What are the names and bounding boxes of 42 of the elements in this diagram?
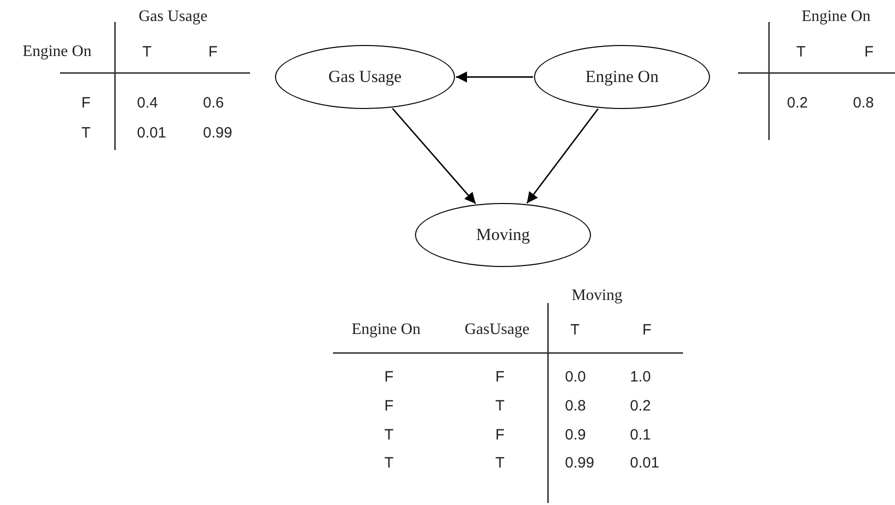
- table-cell: F: [864, 44, 874, 60]
- table-cell: 0.99: [203, 126, 232, 140]
- table-cell: F: [81, 96, 91, 110]
- table-cell: 0.8: [853, 96, 874, 110]
- table-cell: T: [796, 44, 806, 60]
- table-header: Engine On: [802, 9, 870, 25]
- table-cell: 0.2: [787, 96, 808, 110]
- table-cell: 0.4: [137, 96, 158, 110]
- table-header: Engine On: [352, 322, 420, 338]
- table-header: Engine On: [22, 44, 92, 60]
- table-cell: 0.01: [137, 126, 166, 140]
- table-cell: F: [384, 370, 394, 384]
- table-cell: T: [570, 322, 580, 338]
- table-cell: F: [384, 398, 394, 414]
- arrow: [392, 108, 476, 204]
- table-header: Moving: [572, 288, 622, 304]
- table-cell: 0.6: [203, 96, 224, 110]
- table-cell: F: [495, 370, 505, 384]
- table-cell: T: [495, 398, 505, 414]
- table-cell: T: [142, 44, 152, 60]
- table-cell: 0.9: [565, 428, 586, 442]
- table-cell: 0.1: [630, 428, 651, 442]
- table-cell: T: [384, 428, 394, 442]
- node-label: Gas Usage: [328, 66, 402, 88]
- table-header: GasUsage: [464, 322, 530, 338]
- node-label: Moving: [476, 224, 530, 246]
- table-cell: 0.8: [565, 398, 586, 414]
- table-cell: 0.01: [630, 456, 660, 470]
- table-cell: F: [208, 44, 218, 60]
- table-cell: 0.2: [630, 398, 651, 414]
- arrow: [456, 72, 533, 82]
- arrow: [526, 108, 599, 204]
- table-cell: T: [81, 126, 91, 140]
- table-cell: T: [495, 456, 505, 470]
- table-cell: 0.99: [565, 456, 594, 470]
- table-cell: T: [384, 456, 394, 470]
- node-label: Engine On: [585, 66, 659, 88]
- table-cell: 0.0: [565, 370, 586, 384]
- table-header: Gas Usage: [138, 9, 208, 25]
- table-cell: 1.0: [630, 370, 651, 384]
- table-cell: F: [495, 428, 505, 442]
- table-cell: F: [642, 322, 652, 338]
